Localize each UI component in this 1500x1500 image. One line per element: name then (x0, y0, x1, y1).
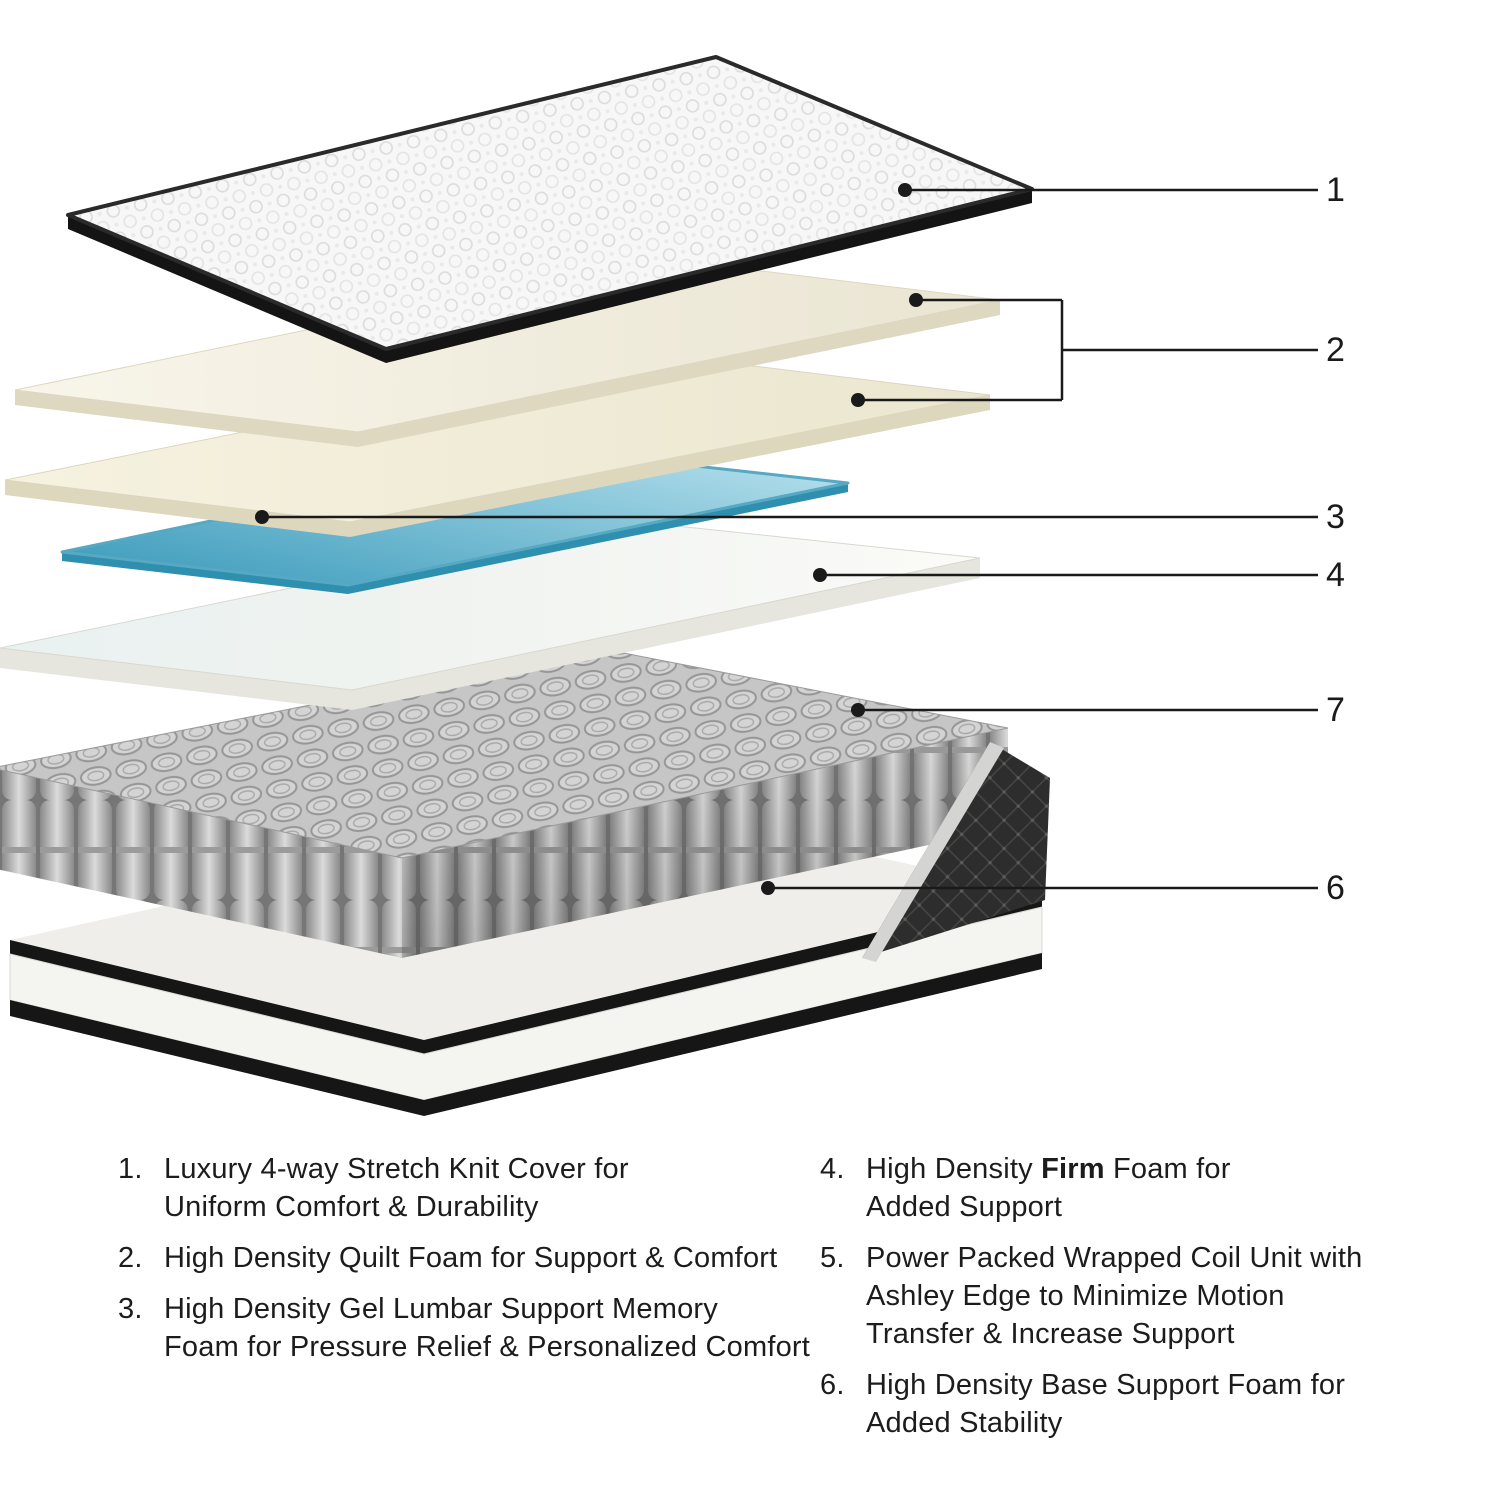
legend-item-number: 3. (118, 1293, 143, 1325)
legend-item-number: 5. (820, 1242, 845, 1274)
legend-item-2: 2. High Density Quilt Foam for Support &… (118, 1239, 777, 1277)
callout-number-7: 7 (1326, 691, 1345, 729)
callout-number-2: 2 (1326, 331, 1345, 369)
legend-item-text: Luxury 4-way Stretch Knit Cover for (164, 1153, 629, 1185)
callout-number-3: 3 (1326, 498, 1345, 536)
callout-number-4: 4 (1326, 556, 1345, 594)
callout-number-6: 6 (1326, 869, 1345, 907)
legend-item-text: High Density Base Support Foam for (866, 1369, 1346, 1401)
legend-item-text: Added Support (866, 1191, 1063, 1223)
legend-item-text: Ashley Edge to Minimize Motion (866, 1280, 1285, 1312)
firm-emphasis: Firm (1041, 1153, 1105, 1185)
legend-item-5: 5. Power Packed Wrapped Coil Unit with A… (820, 1239, 1460, 1353)
legend-left-column: 1. Luxury 4-way Stretch Knit Cover for U… (118, 1150, 810, 1442)
exploded-mattress-illustration (0, 55, 1318, 1116)
legend-item-text: Power Packed Wrapped Coil Unit with (866, 1242, 1363, 1274)
callout-lines (255, 183, 1318, 895)
legend-item-text: High Density Quilt Foam for Support & Co… (164, 1242, 778, 1274)
legend-item-text: Uniform Comfort & Durability (164, 1191, 539, 1223)
legend-item-text: High Density Firm Foam for (866, 1153, 1231, 1185)
legend-item-number: 4. (820, 1153, 845, 1185)
legend-item-4: 4. High Density Firm Foam for Added Supp… (820, 1150, 1460, 1226)
wrapped-coil-unit-layer (0, 647, 1009, 958)
callout-number-1: 1 (1326, 171, 1345, 209)
legend-right-column: 4. High Density Firm Foam for Added Supp… (820, 1150, 1460, 1442)
legend-item-number: 6. (820, 1369, 845, 1401)
legend-item-6: 6. High Density Base Support Foam for Ad… (820, 1366, 1460, 1442)
legend-item-number: 2. (118, 1242, 143, 1274)
legend-item-3: 3. High Density Gel Lumbar Support Memor… (118, 1290, 810, 1366)
legend-item-text: Transfer & Increase Support (866, 1318, 1235, 1350)
edge-support-wedge (862, 742, 1050, 962)
legend-item-text: High Density Gel Lumbar Support Memory (164, 1293, 718, 1325)
legend-item-text: Added Stability (866, 1407, 1063, 1439)
legend: 1. Luxury 4-way Stretch Knit Cover for U… (0, 1150, 1500, 1442)
legend-item-text: Foam for Pressure Relief & Personalized … (164, 1331, 811, 1363)
legend-item-1: 1. Luxury 4-way Stretch Knit Cover for U… (118, 1150, 758, 1226)
legend-item-number: 1. (118, 1153, 143, 1185)
